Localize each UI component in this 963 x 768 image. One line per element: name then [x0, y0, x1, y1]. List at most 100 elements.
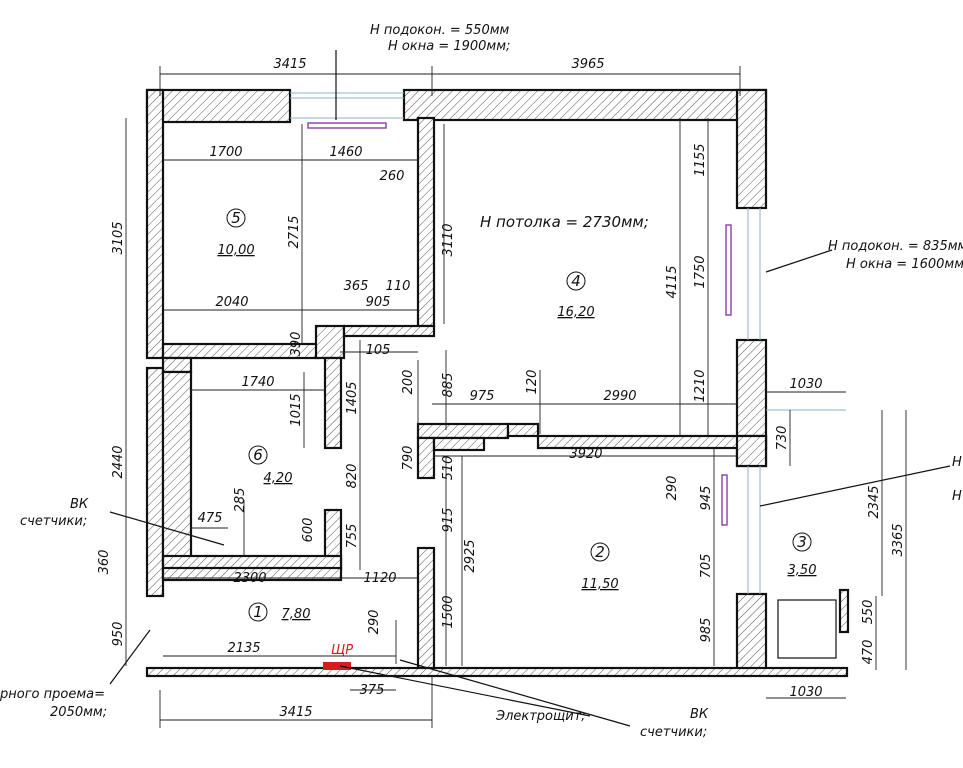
room4-ceiling-note: H потолка = 2730мм; — [480, 213, 649, 231]
wall-room6-top — [161, 356, 193, 374]
room2-dim-6: 945 — [699, 486, 714, 511]
room5-dim-0: 1700 — [209, 145, 242, 160]
room2-dim-8: 985 — [699, 618, 714, 643]
note-door-1: рного проема= — [0, 687, 105, 702]
room5-area: 10,00 — [217, 243, 254, 258]
room4-dim-7: 120 — [525, 370, 540, 395]
window-sash-top — [307, 122, 387, 129]
wall-top-left — [145, 88, 292, 124]
wall-room1-top — [161, 566, 343, 582]
room4-dim-1: 4115 — [665, 265, 680, 298]
dim-top-right: 3965 — [571, 57, 604, 72]
room6-dim-6: 820 — [345, 464, 360, 489]
wall-room2-corner — [432, 436, 486, 452]
wall-room3-post — [838, 588, 850, 634]
dim-bottom-0: 3415 — [279, 705, 312, 720]
note-vk-left-1: ВК — [70, 497, 89, 512]
wall-room2-left — [416, 546, 436, 672]
note-window-right-sill: H подокон. = 835мм — [828, 239, 963, 254]
dim-right-3: 470 — [861, 640, 876, 665]
room5-dim-4: 2040 — [215, 295, 248, 310]
dim-bottom-2: 375 — [360, 683, 385, 698]
room1-dim-0: 2300 — [233, 571, 266, 586]
room5-dim-1: 1460 — [329, 145, 362, 160]
room3-area: 3,50 — [788, 563, 817, 578]
panel-label: ЩР — [331, 643, 353, 658]
room4-number: 4 — [571, 272, 581, 290]
room6-dim-9: 600 — [301, 518, 316, 543]
room2-number-circle — [590, 542, 610, 562]
room3-number-circle — [792, 532, 812, 552]
room3-number: 3 — [797, 533, 807, 551]
room5-dim-2: 260 — [380, 169, 405, 184]
room2-dim-7: 705 — [699, 554, 714, 579]
room1-dim-2: 2135 — [227, 641, 260, 656]
room4-dim-8: 2990 — [603, 389, 636, 404]
room6-dim-4: 390 — [289, 332, 304, 357]
dim-right-1: 3365 — [891, 523, 906, 556]
room6-dim-1: 1015 — [289, 393, 304, 426]
wall-room5-bottom-c — [342, 324, 436, 338]
note-window-right-height: H окна = 1600мм; — [846, 257, 963, 272]
wall-room6-left — [161, 370, 193, 566]
wall-room4-bottom-b — [506, 422, 540, 438]
wall-room4-right-bottom — [735, 434, 768, 468]
wall-room6-right-top — [323, 356, 343, 450]
room6-dim-5: 200 — [401, 370, 416, 395]
wall-room2-left-top — [416, 436, 436, 480]
wall-partition-5-4 — [416, 116, 436, 328]
room4-dim-4: 1210 — [693, 369, 708, 402]
wall-left-upper — [145, 88, 165, 360]
room4-number-circle — [566, 271, 586, 291]
room3-dim-0: 1030 — [789, 377, 822, 392]
room4-dim-6: 975 — [470, 389, 495, 404]
wall-bottom — [145, 666, 849, 678]
note-window-top-sill: H подокон. = 550мм — [370, 23, 510, 38]
leader-lines — [109, 50, 951, 727]
dim-top-left: 3415 — [273, 57, 306, 72]
room4-area: 16,20 — [557, 305, 594, 320]
wall-right-upper — [735, 88, 768, 210]
room3-appliance — [777, 599, 837, 659]
room6-number: 6 — [253, 446, 263, 464]
note-cut-right-b: H — [952, 489, 962, 504]
room6-dim-0: 1740 — [241, 375, 274, 390]
room4-dim-0: 3110 — [441, 223, 456, 256]
room6-area: 4,20 — [264, 471, 293, 486]
room4-dim-2: 1155 — [693, 143, 708, 176]
windows — [290, 92, 846, 594]
wall-left-lower — [145, 366, 165, 598]
room5-dim-7: 110 — [386, 279, 411, 294]
room5-dim-6: 905 — [366, 295, 391, 310]
room2-area: 11,50 — [581, 577, 618, 592]
room2-dim-0: 3920 — [569, 447, 602, 462]
note-window-top-height: H окна = 1900мм; — [388, 39, 510, 54]
room6-dim-3: 105 — [366, 343, 391, 358]
room2-dim-3: 2925 — [463, 539, 478, 572]
window-sash-right — [725, 224, 732, 316]
wall-room5-bottom-b — [314, 324, 346, 360]
note-vk-bottom-2: счетчики; — [640, 725, 707, 740]
room2-dim-1: 510 — [441, 456, 456, 481]
room1-dim-1: 1120 — [363, 571, 396, 586]
room2-dim-2: 915 — [441, 508, 456, 533]
room1-dim-3: 290 — [367, 610, 382, 635]
dim-right-2: 550 — [861, 600, 876, 625]
note-vk-left-2: счетчики; — [20, 514, 87, 529]
room5-dim-5: 365 — [344, 279, 369, 294]
dim-bottom-1: 1030 — [789, 685, 822, 700]
wall-right-low — [735, 592, 768, 672]
note-electro: Электрощит; — [495, 709, 586, 724]
room3-dim-1: 730 — [775, 426, 790, 451]
wall-top-right — [402, 88, 768, 122]
room2-dim-5: 290 — [665, 476, 680, 501]
room1-area: 7,80 — [282, 607, 311, 622]
room6-dim-7: 790 — [401, 446, 416, 471]
room4-dim-3: 1750 — [693, 255, 708, 288]
room6-dim-10: 285 — [233, 488, 248, 513]
room6-number-circle — [248, 445, 268, 465]
note-door-2: 2050мм; — [50, 705, 107, 720]
room6-dim-2: 1405 — [345, 381, 360, 414]
walls — [145, 88, 850, 678]
